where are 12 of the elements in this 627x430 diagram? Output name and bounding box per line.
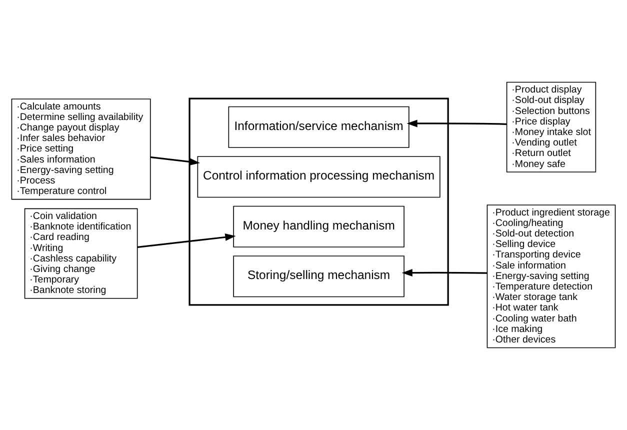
arrow — [406, 120, 507, 128]
node-box: ·Coin validation ·Banknote identification ·Card reading ·Writing ·Cashless capability ·Giving change ·Temporary ·Banknote storing — [24, 208, 138, 299]
node-box: Money handling mechanism — [233, 206, 404, 248]
node-box: Information/service mechanism — [228, 106, 410, 148]
arrow — [150, 156, 200, 166]
node-box: ·Product display ·Sold-out display ·Selection buttons ·Price display ·Money intake slot ·Vending outlet ·Return outlet ·Money safe — [506, 82, 596, 172]
node-box: Storing/selling mechanism — [233, 256, 404, 298]
node-box: Control information processing mechanism — [197, 156, 440, 198]
node-box: ·Calculate amounts ·Determine selling availability ·Change payout display ·Infer sales behavior ·Price setting ·Sales information ·Energy-saving setting ·Process ·Temperature control — [11, 98, 151, 200]
arrow — [137, 234, 236, 248]
node-box: ·Product ingredient storage ·Cooling/heating ·Sold-out detection ·Selling device ·Transporting device ·Sale information ·Energy-saving setting ·Temperature detection ·Water storage tank ·Hot water tank ·Cooling water bath ·Ice making ·Other devices — [486, 204, 616, 348]
arrow — [402, 269, 488, 276]
